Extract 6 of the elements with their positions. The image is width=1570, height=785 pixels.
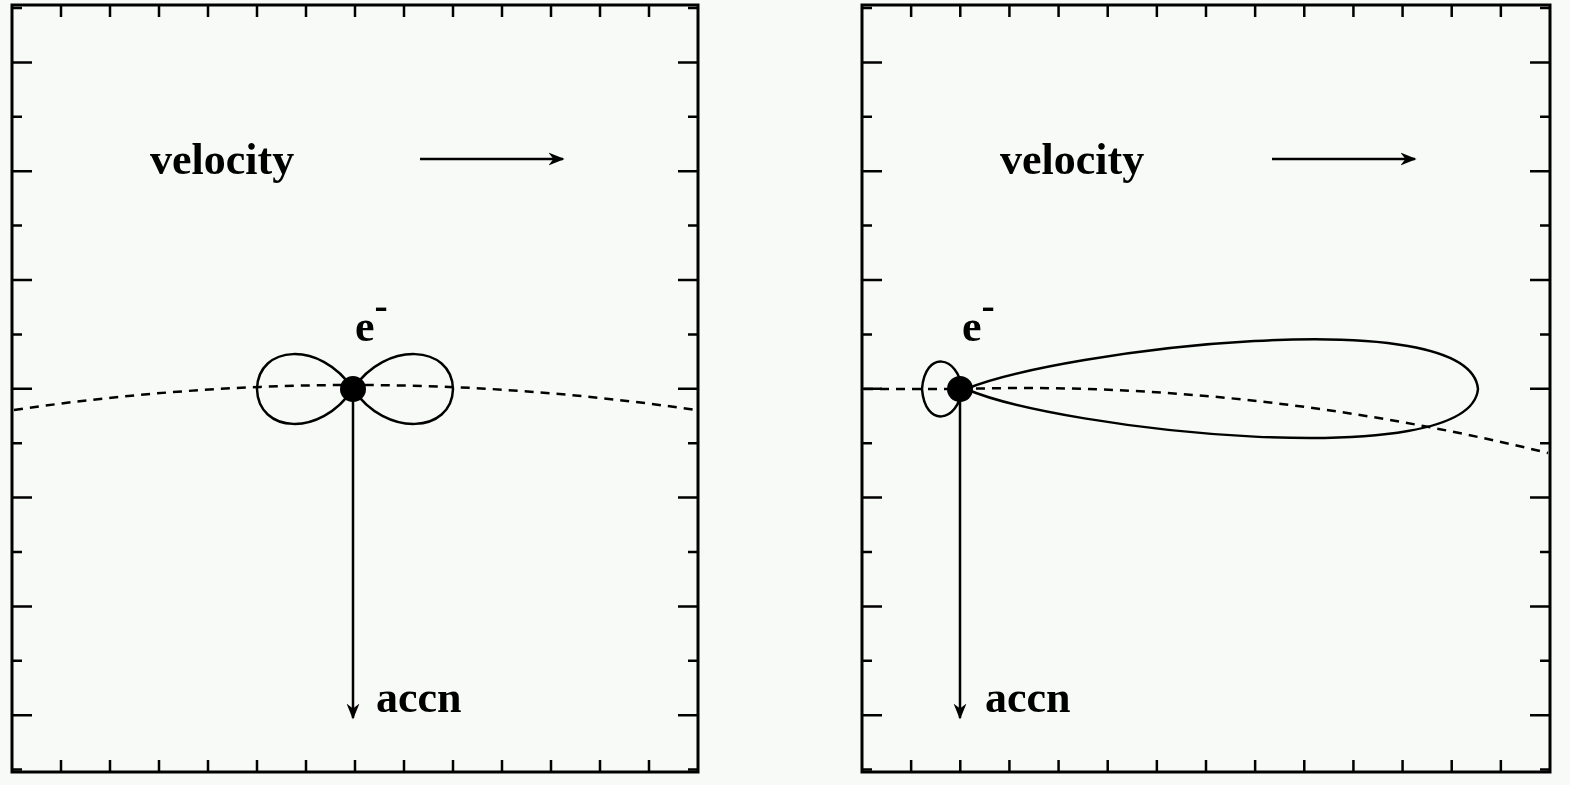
velocity-label: velocity bbox=[150, 138, 295, 182]
velocity-label: velocity bbox=[1000, 138, 1145, 182]
electron-label: e$^{-}$ bbox=[355, 305, 388, 349]
acceleration-label: accn bbox=[376, 676, 462, 720]
acceleration-label: accn bbox=[985, 676, 1071, 720]
electron-label: e$^{-}$ bbox=[962, 305, 995, 349]
